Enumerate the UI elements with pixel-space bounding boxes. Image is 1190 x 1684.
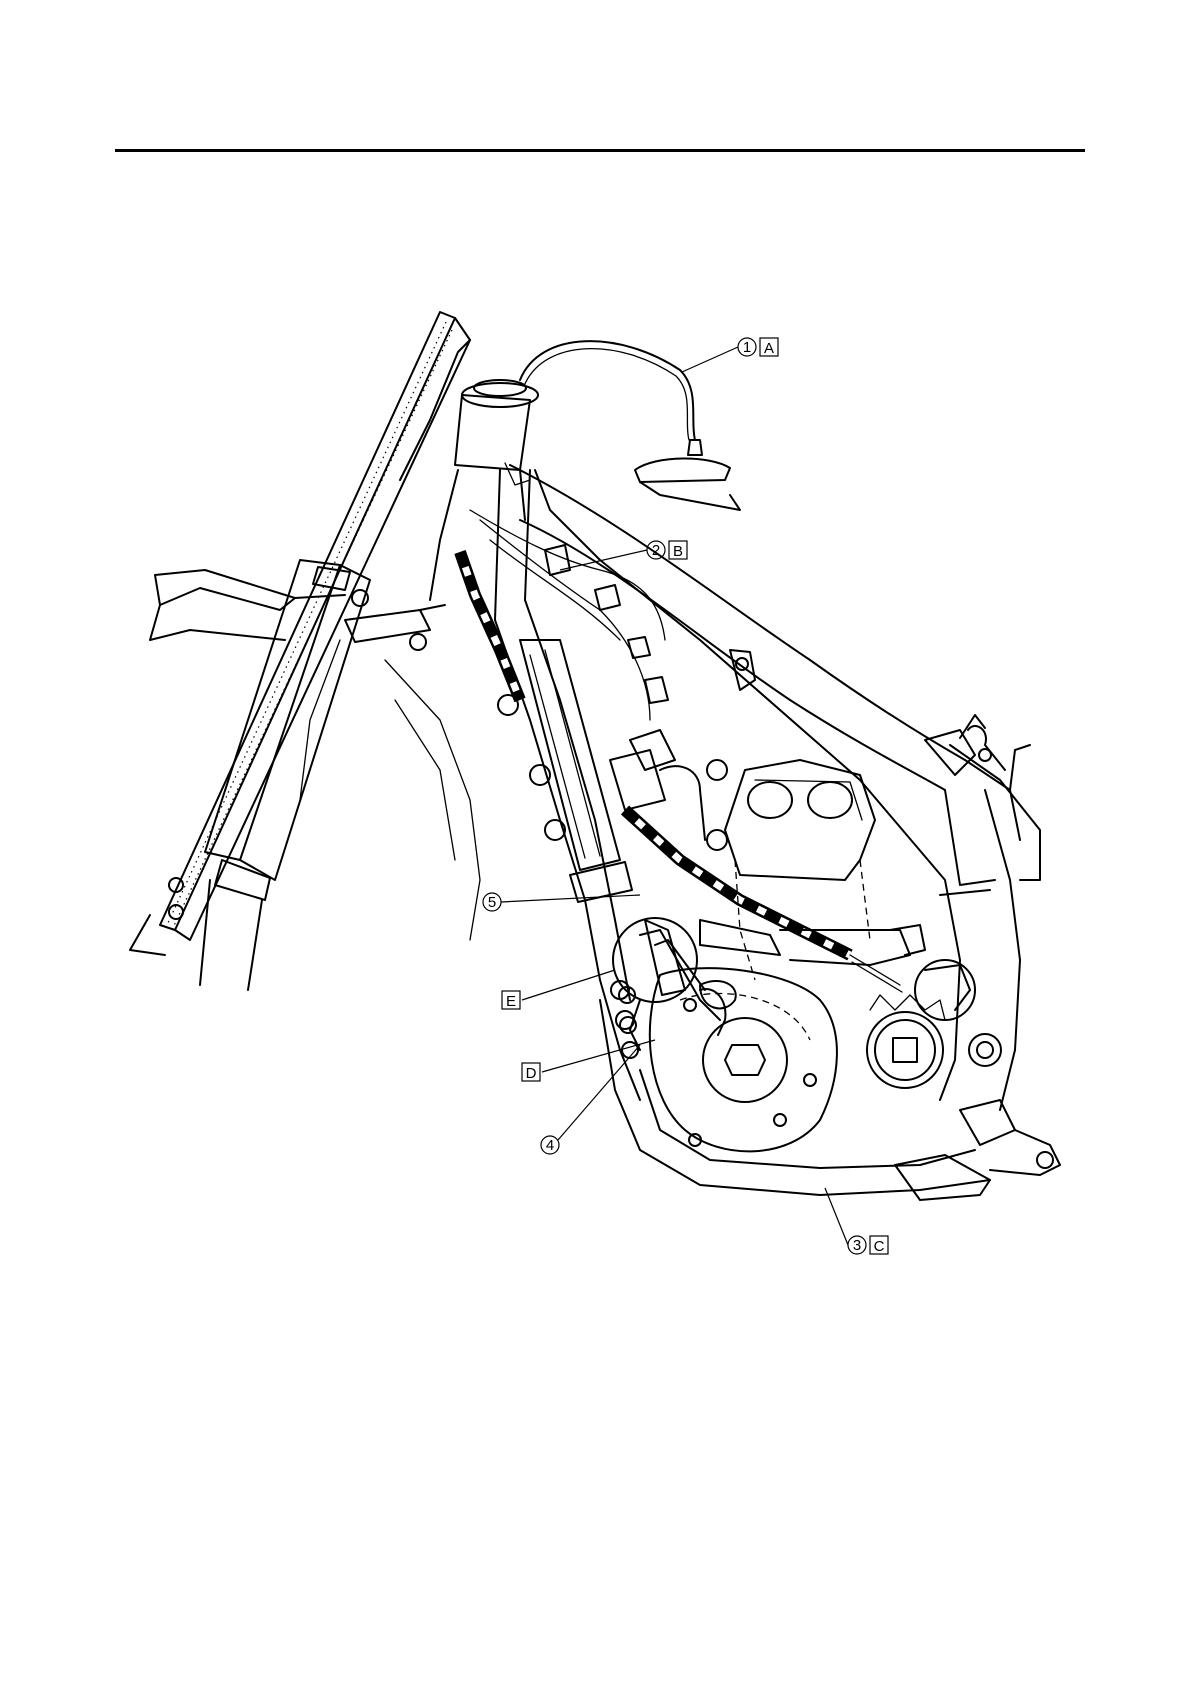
callout-1-group: 1 A	[682, 338, 778, 372]
callout-5-number: 5	[488, 894, 496, 911]
front-fork	[130, 560, 370, 990]
callout-C-letter: C	[874, 1238, 885, 1255]
callout-4-group: 4	[541, 1045, 640, 1154]
callout-D-letter: D	[526, 1065, 537, 1082]
callout-A-letter: A	[764, 340, 774, 357]
swingarm-pivot	[895, 1034, 1060, 1200]
cable-1	[520, 341, 740, 510]
callout-1-number: 1	[743, 339, 751, 356]
callout-2-group: 2 B	[560, 541, 687, 570]
callout-4-number: 4	[546, 1137, 554, 1154]
callout-E-group: E	[502, 970, 615, 1010]
main-frame	[510, 465, 1040, 1110]
engine	[610, 750, 925, 980]
callout-E-letter: E	[506, 993, 516, 1010]
callout-B-letter: B	[673, 543, 683, 560]
clutch-hose	[630, 930, 725, 1050]
steering-head	[430, 380, 538, 600]
callout-3-group: 3 C	[825, 1188, 888, 1255]
callout-2-number: 2	[652, 542, 660, 559]
callout-3-number: 3	[853, 1237, 861, 1254]
callout-5-group: 5	[483, 893, 640, 911]
callout-D-group: D	[522, 1040, 655, 1082]
fork-clamp-brackets	[313, 567, 445, 650]
